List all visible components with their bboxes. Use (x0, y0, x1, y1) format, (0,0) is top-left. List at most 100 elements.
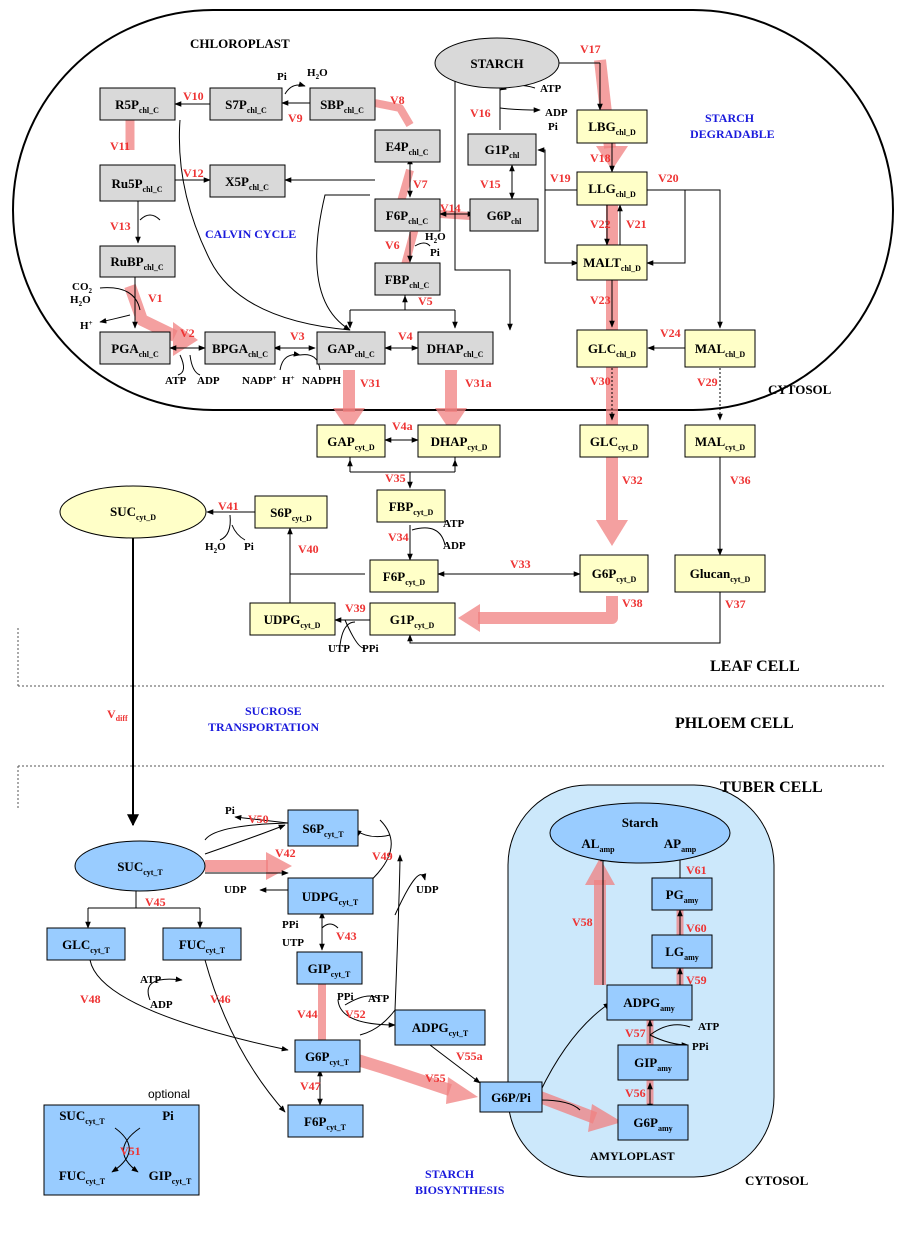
node-fbp-chl[interactable]: FBPchl_C (374, 262, 441, 296)
node-g6p-cyt-t[interactable]: G6Pcyt_T (294, 1039, 361, 1073)
cofactor-label: H+ (282, 374, 295, 387)
node-f6p-cyt-d[interactable]: F6Pcyt_D (369, 559, 439, 593)
node-g6p-pi-transporter[interactable]: G6P/Pi (479, 1081, 543, 1113)
node-pga[interactable]: PGAchl_C (99, 331, 171, 365)
svg-text:Ru5Pchl_C: Ru5Pchl_C (111, 176, 162, 194)
reaction-label: V58 (572, 915, 593, 929)
label-phloem-cell: PHLOEM CELL (675, 715, 794, 732)
node-x5p[interactable]: X5Pchl_C (209, 164, 286, 198)
node-adpg-amy[interactable]: ADPGamy (606, 984, 693, 1021)
svg-text:G1Pchl: G1Pchl (485, 142, 521, 160)
node-rubp[interactable]: RuBPchl_C (99, 245, 176, 278)
flux-head-v31 (333, 408, 365, 432)
reaction-label: V45 (145, 895, 166, 909)
node-s6p-cyt-d[interactable]: S6Pcyt_D (254, 495, 328, 529)
node-suc-cyt-d[interactable]: SUCcyt_D (59, 485, 207, 539)
node-gap-chl[interactable]: GAPchl_C (316, 331, 386, 365)
node-dhap-cyt[interactable]: DHAPcyt_D (417, 424, 501, 458)
reaction-label: V43 (336, 929, 357, 943)
node-lg-amy[interactable]: LGamy (651, 934, 713, 969)
svg-text:SUCcyt_T: SUCcyt_T (117, 859, 163, 877)
svg-text:DHAPchl_C: DHAPchl_C (427, 341, 484, 359)
node-g1p-amy[interactable]: GIPamy (617, 1044, 689, 1081)
node-f6p-cyt-t[interactable]: F6Pcyt_T (287, 1104, 364, 1138)
svg-text:UDPGcyt_T: UDPGcyt_T (302, 889, 359, 907)
node-glc-cyt[interactable]: GLCcyt_D (579, 424, 649, 458)
reaction-label: V37 (725, 597, 746, 611)
node-lbg[interactable]: LBGchl_D (576, 109, 648, 144)
node-e4p[interactable]: E4Pchl_C (374, 129, 441, 163)
reaction-label: V51 (120, 1144, 141, 1158)
node-starch-chl[interactable]: STARCH (434, 37, 560, 89)
node-mal-cyt[interactable]: MALcyt_D (684, 424, 756, 458)
svg-text:FBPcyt_D: FBPcyt_D (389, 499, 434, 517)
node-opt-pi: Pi (162, 1108, 174, 1123)
reaction-label: V57 (625, 1026, 646, 1040)
node-udpg-cyt-d[interactable]: UDPGcyt_D (249, 602, 336, 636)
svg-text:SUCcyt_D: SUCcyt_D (110, 504, 156, 522)
svg-text:PGAchl_C: PGAchl_C (111, 341, 159, 359)
node-ru5p[interactable]: Ru5Pchl_C (99, 164, 176, 202)
cofactor-label: ATP (368, 993, 389, 1005)
cofactor-label: Pi (430, 247, 440, 259)
node-g1p-cyt-t[interactable]: GIPcyt_T (296, 951, 363, 985)
node-udpg-cyt-t[interactable]: UDPGcyt_T (287, 877, 374, 915)
svg-text:GLCcyt_T: GLCcyt_T (62, 937, 110, 955)
node-glc-chl[interactable]: GLCchl_D (576, 329, 648, 368)
reaction-labels: V1 V2 V3 V4 V5 V6 V7 V8 V9 V10 V11 V12 V… (80, 42, 751, 1158)
node-dhap-chl[interactable]: DHAPchl_C (417, 331, 494, 365)
node-llg[interactable]: LLGchl_D (576, 171, 648, 206)
reaction-label: V59 (686, 973, 707, 987)
cofactor-label: ADP (197, 375, 220, 387)
reaction-label: V15 (480, 177, 501, 191)
node-g1p-cyt-d[interactable]: G1Pcyt_D (369, 602, 456, 636)
svg-text:F6Pchl_C: F6Pchl_C (386, 208, 429, 226)
node-r5p[interactable]: R5Pchl_C (99, 87, 176, 121)
node-starch-amyloplast[interactable]: Starch (549, 802, 731, 864)
node-sbp[interactable]: SBPchl_C (309, 87, 376, 121)
node-malt[interactable]: MALTchl_D (576, 244, 648, 281)
node-glucan-cyt-d[interactable]: Glucancyt_D (674, 554, 766, 593)
label-starch-degradable-2: DEGRADABLE (690, 127, 775, 141)
reaction-label: V42 (275, 846, 296, 860)
node-glc-cyt-t[interactable]: GLCcyt_T (46, 927, 126, 961)
svg-text:LGamy: LGamy (665, 944, 698, 962)
reaction-label: V5 (418, 294, 433, 308)
node-adpg-cyt-t[interactable]: ADPGcyt_T (394, 1009, 486, 1046)
node-s7p[interactable]: S7Pchl_C (209, 87, 283, 121)
flux-head-v56in (588, 1104, 622, 1132)
node-opt-gip: GIPcyt_T (149, 1168, 192, 1186)
reaction-label: V49 (372, 849, 393, 863)
node-g6p-chl[interactable]: G6Pchl (469, 198, 539, 232)
flux-g6p-g6ppi (346, 1051, 452, 1096)
reaction-label: V36 (730, 473, 751, 487)
svg-text:MALcyt_D: MALcyt_D (695, 434, 746, 452)
svg-text:F6Pcyt_D: F6Pcyt_D (383, 569, 426, 587)
reaction-label: V35 (385, 471, 406, 485)
reaction-label: V55a (456, 1049, 483, 1063)
node-mal-chl[interactable]: MALchl_D (684, 329, 756, 368)
node-f6p-chl[interactable]: F6Pchl_C (374, 198, 441, 232)
svg-text:R5Pchl_C: R5Pchl_C (115, 97, 159, 115)
node-suc-cyt-t[interactable]: SUCcyt_T (74, 840, 206, 892)
node-s6p-cyt-t[interactable]: S6Pcyt_T (287, 809, 359, 847)
reaction-label: V39 (345, 601, 366, 615)
reaction-label-vdiff: Vdiff (107, 707, 128, 723)
svg-text:FBPchl_C: FBPchl_C (385, 272, 430, 290)
reaction-label: V12 (183, 166, 204, 180)
node-gap-cyt[interactable]: GAPcyt_D (316, 424, 386, 458)
reaction-label: V4 (398, 329, 413, 343)
node-bpga[interactable]: BPGAchl_C (204, 331, 276, 365)
reaction-label: V38 (622, 596, 643, 610)
cofactor-label: PPi (692, 1041, 709, 1053)
cofactor-label: H2O (425, 231, 446, 245)
svg-text:G6P/Pi: G6P/Pi (491, 1090, 531, 1105)
reaction-label: V33 (510, 557, 531, 571)
node-fbp-cyt[interactable]: FBPcyt_D (376, 489, 446, 523)
node-g6p-cyt-d[interactable]: G6Pcyt_D (579, 554, 649, 593)
label-tuber-cell: TUBER CELL (720, 779, 823, 796)
node-fuc-cyt-t[interactable]: FUCcyt_T (162, 927, 242, 961)
node-g6p-amy[interactable]: G6Pamy (617, 1104, 689, 1141)
node-pg-amy[interactable]: PGamy (651, 877, 713, 911)
node-g1p-chl[interactable]: G1Pchl (467, 133, 537, 166)
